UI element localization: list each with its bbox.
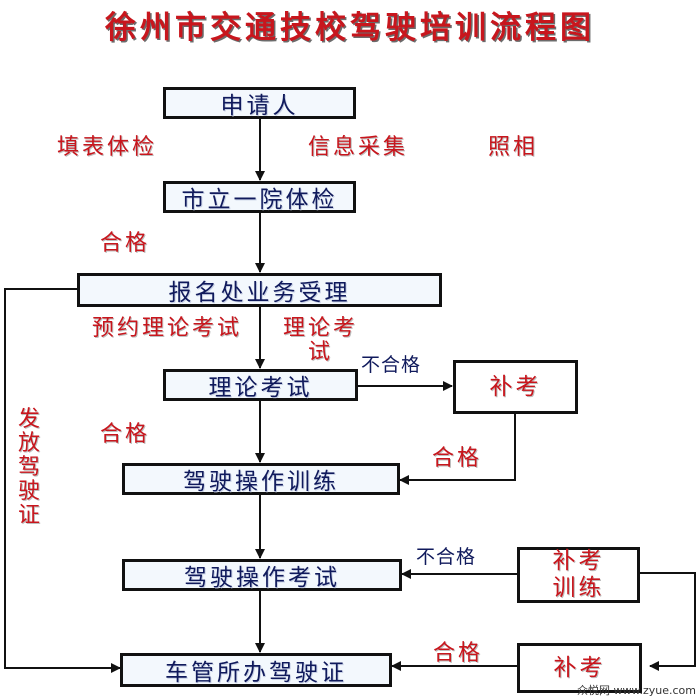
issue-license-label: 发放驾驶证 — [17, 407, 40, 528]
pass-label-3: 合格 — [432, 446, 483, 471]
photo-label: 照相 — [488, 135, 539, 160]
retrain-box: 补考训练 — [517, 547, 640, 603]
retake-exam-box-2: 补考 — [517, 643, 642, 693]
driving-exam-box: 驾驶操作考试 — [122, 559, 402, 591]
arrow-retake-pass-to-training — [399, 413, 516, 485]
watermark: 众悦网 www.zyue.com — [577, 684, 696, 697]
retake-exam-box-1: 补考 — [453, 360, 578, 414]
fail-label-2: 不合格 — [416, 546, 477, 568]
info-collect-label: 信息采集 — [308, 135, 409, 160]
arrow-registration-issue-license — [4, 288, 121, 673]
theory-exam-box: 理论考试 — [163, 369, 358, 401]
driving-training-box: 驾驶操作训练 — [122, 463, 400, 495]
pass-label-4: 合格 — [433, 641, 484, 666]
physical-exam-box: 市立一院体检 — [163, 181, 356, 213]
theory-exam-note-label: 理论考试 — [283, 316, 359, 365]
pass-label-1: 合格 — [100, 231, 151, 256]
registration-box: 报名处业务受理 — [77, 273, 442, 307]
fill-form-label: 填表体检 — [57, 135, 158, 160]
arrow-retrain-to-retake — [640, 572, 696, 671]
fail-label-1: 不合格 — [361, 354, 422, 376]
page-title: 徐州市交通技校驾驶培训流程图 — [105, 10, 595, 46]
reserve-theory-label: 预约理论考试 — [92, 316, 243, 341]
applicant-box: 申请人 — [163, 87, 356, 119]
license-issue-box: 车管所办驾驶证 — [120, 653, 392, 687]
pass-label-2: 合格 — [100, 422, 151, 447]
